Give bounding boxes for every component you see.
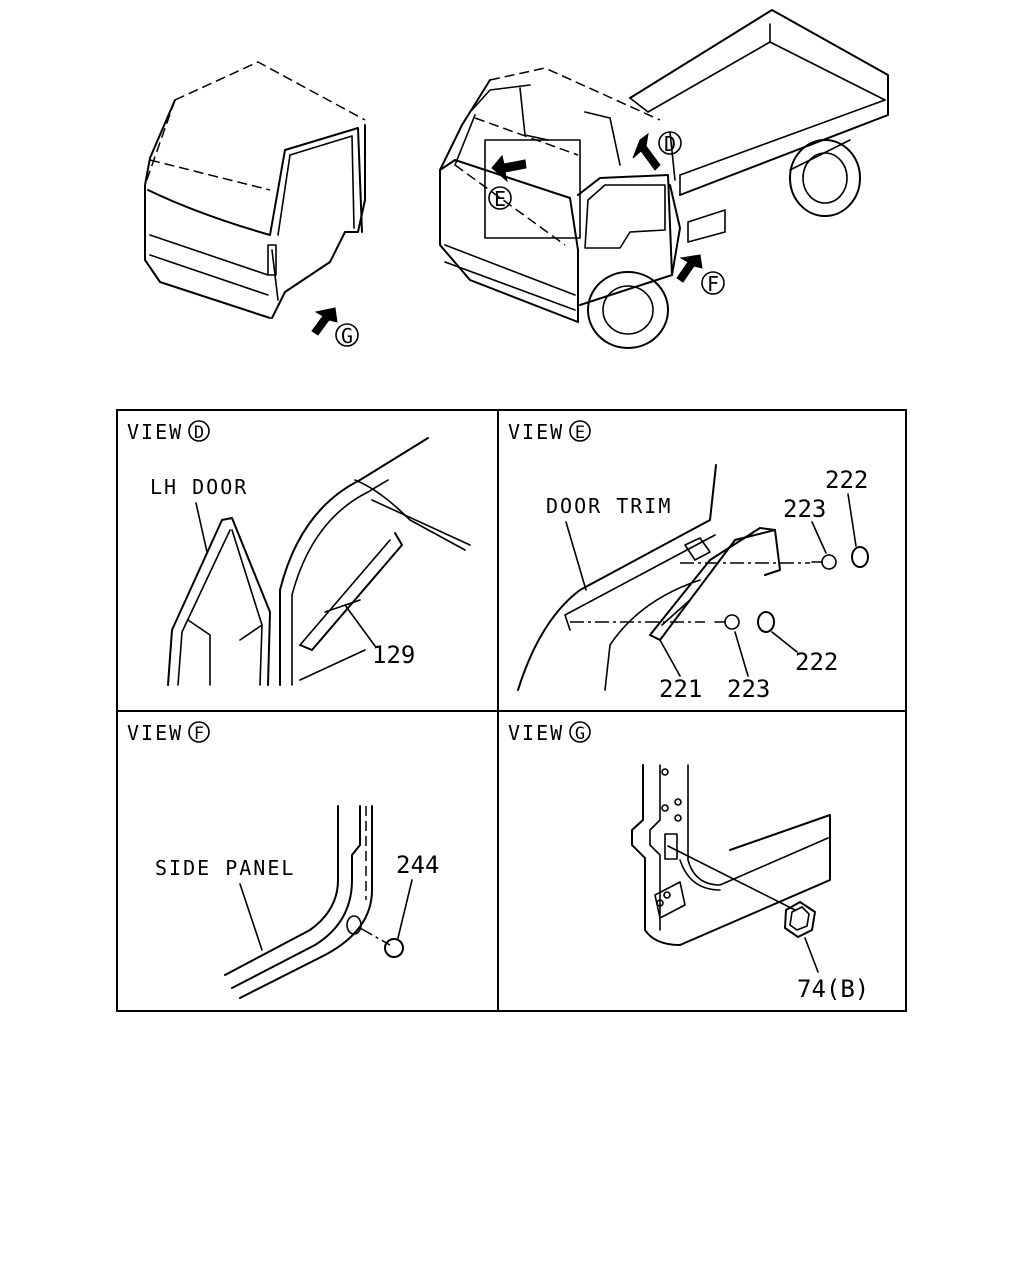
truck-illustration-right [439,9,889,349]
view-e-title: VIEW [508,420,564,444]
part-74b-label: 74(B) [797,975,869,1003]
view-g-panel: VIEW G 74(B) [508,721,869,1003]
view-e-letter: E [575,423,585,443]
callout-e[interactable]: E [488,154,527,211]
lh-door-label: LH DOOR [150,475,248,499]
callout-e-letter: E [494,187,506,211]
view-f-panel: VIEW F SIDE PANEL 244 [127,721,439,999]
part-222-bottom-label: 222 [795,648,838,676]
callout-f[interactable]: F [676,254,725,296]
view-d-panel: VIEW D LH DOOR 129 [127,420,471,686]
views-grid [116,409,907,1012]
plug-74b-icon [784,901,816,938]
callout-g-letter: G [341,324,353,348]
screw-223-top-icon [821,554,837,570]
arrow-d-icon [632,132,661,171]
view-f-title: VIEW [127,721,183,745]
callout-f-letter: F [707,272,719,296]
door-trim-label: DOOR TRIM [546,494,672,518]
arrow-f-icon [676,254,703,283]
part-222-top-label: 222 [825,466,868,494]
arrow-g-icon [311,307,338,336]
part-223-bottom-label: 223 [727,675,770,703]
clip-244-icon [384,938,404,958]
part-129-label: 129 [372,641,415,669]
callout-d-letter: D [664,132,676,156]
view-g-letter: G [575,724,585,744]
callout-d[interactable]: D [632,131,682,171]
cab-illustration-left [144,61,366,319]
cap-222-top-icon [851,546,869,568]
view-d-letter: D [194,423,204,443]
part-223-top-label: 223 [783,495,826,523]
arrow-e-icon [491,154,527,183]
view-d-title: VIEW [127,420,183,444]
side-panel-label: SIDE PANEL [155,856,295,880]
cap-222-bottom-icon [757,611,775,633]
screw-223-bottom-icon [724,614,740,630]
callout-g[interactable]: G [311,307,359,348]
part-221-label: 221 [659,675,702,703]
view-e-panel: VIEW E DOOR TRIM 222 223 222 221 223 [508,420,869,703]
view-g-title: VIEW [508,721,564,745]
view-f-letter: F [194,724,204,744]
part-244-label: 244 [396,851,439,879]
